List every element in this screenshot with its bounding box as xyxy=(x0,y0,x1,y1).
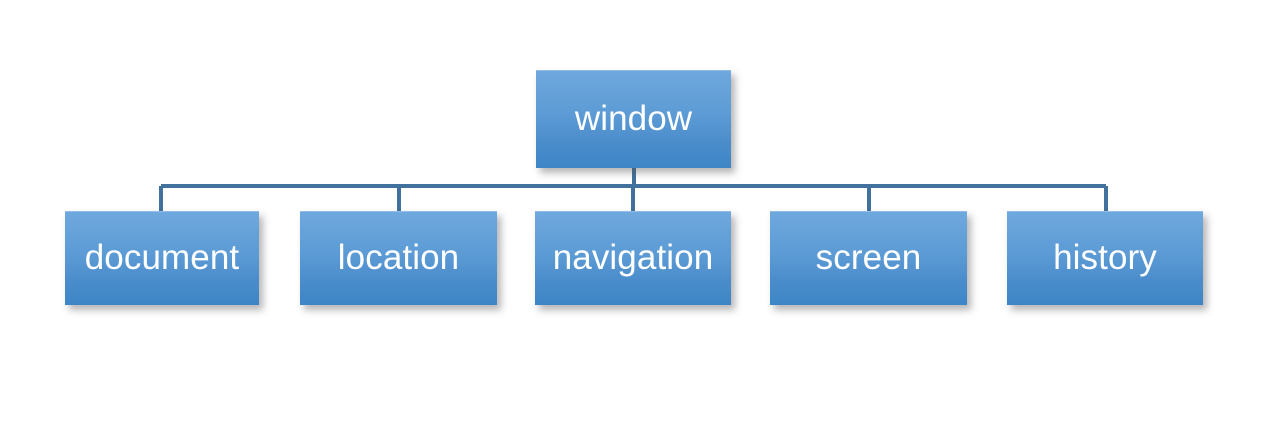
node-document-label: document xyxy=(84,237,240,277)
node-location-label: location xyxy=(337,237,460,277)
node-screen-label: screen xyxy=(815,237,922,277)
node-window-label: window xyxy=(574,98,693,138)
node-navigation-label: navigation xyxy=(552,237,714,277)
node-screen[interactable]: screen xyxy=(770,211,967,305)
node-history-label: history xyxy=(1053,237,1157,277)
node-document[interactable]: document xyxy=(65,211,259,305)
node-window[interactable]: window xyxy=(536,70,731,168)
node-navigation[interactable]: navigation xyxy=(535,211,731,305)
node-location[interactable]: location xyxy=(300,211,497,305)
node-history[interactable]: history xyxy=(1007,211,1203,305)
